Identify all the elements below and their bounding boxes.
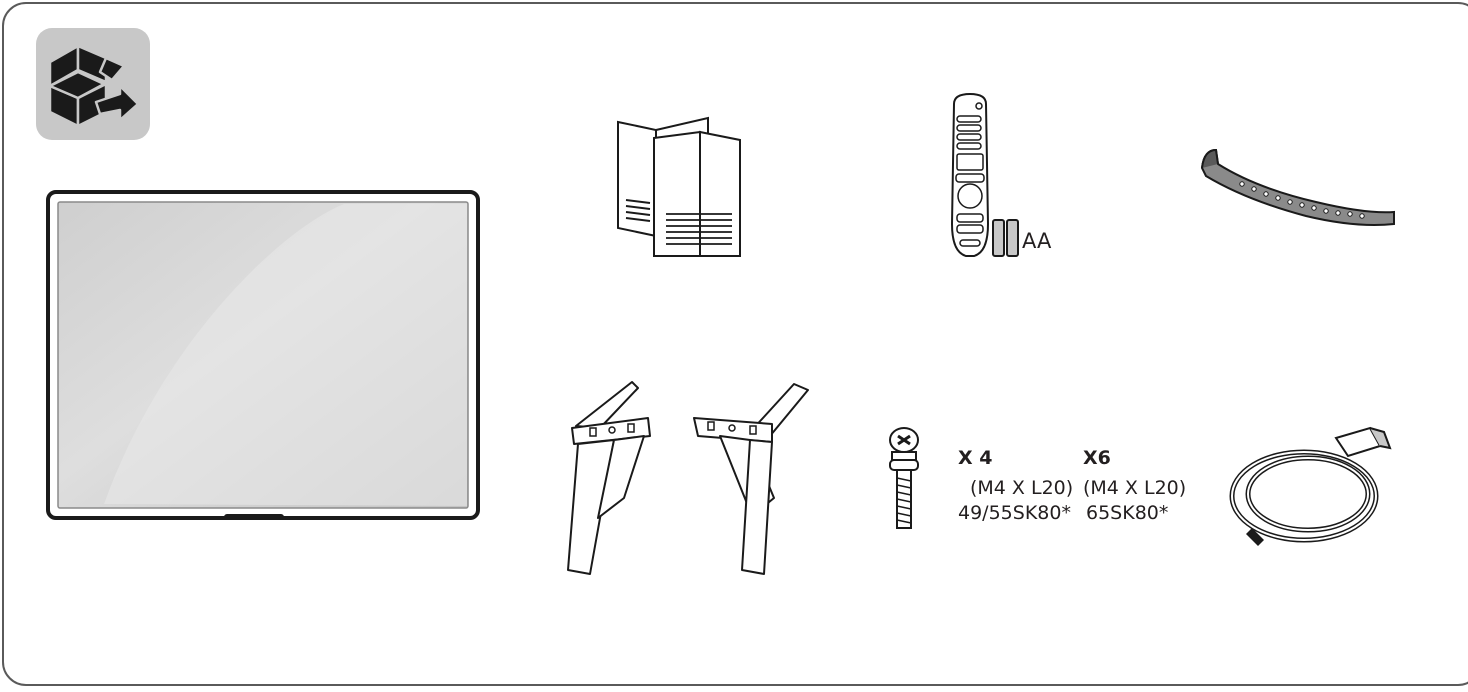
batteries-icon	[992, 219, 1019, 257]
screw-qty-b: X6	[1083, 447, 1111, 469]
screw-models-b: 65SK80*	[1086, 502, 1169, 524]
stand-right	[690, 378, 814, 575]
power-cord	[1224, 424, 1400, 560]
manual-booklets-icon	[617, 116, 741, 257]
stand-icon	[567, 381, 651, 575]
unboxing-badge	[36, 28, 150, 140]
open-box-icon	[48, 44, 140, 128]
power-cord-icon	[1229, 426, 1392, 546]
screw-qty-a: X 4	[958, 447, 993, 469]
cable-holder	[1196, 144, 1400, 234]
magic-remote	[948, 92, 992, 260]
cable-holder-icon	[1200, 148, 1395, 226]
screw	[888, 426, 920, 532]
tv	[44, 188, 484, 524]
screw-models-a: 49/55SK80*	[958, 502, 1071, 524]
batteries-label: AA	[1022, 229, 1052, 253]
screw-spec-b: (M4 X L20)	[1083, 477, 1187, 499]
manual-booklets	[612, 110, 762, 260]
batteries	[992, 218, 1020, 258]
tv-icon	[46, 190, 480, 520]
screw-spec-a: (M4 X L20)	[970, 477, 1074, 499]
stand-left	[554, 378, 664, 575]
magic-remote-icon	[950, 92, 990, 257]
stand-icon	[693, 383, 809, 575]
screw-icon	[889, 427, 919, 529]
